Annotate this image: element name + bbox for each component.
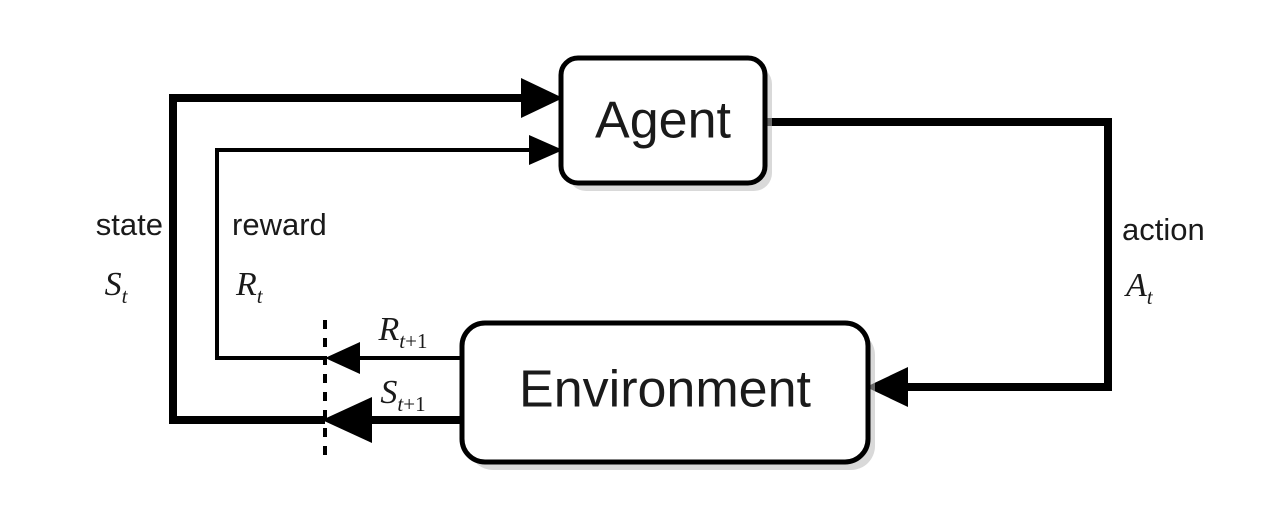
action-path bbox=[765, 118, 1112, 391]
reward-symbol-label: Rt bbox=[235, 266, 264, 308]
environment-node[interactable]: Environment bbox=[459, 320, 875, 470]
reward-feedback-path bbox=[215, 148, 540, 360]
reward-label-group: reward Rt bbox=[232, 207, 327, 308]
next-reward-symbol-sub-op: +1 bbox=[405, 329, 427, 353]
next-state-symbol-sub: t bbox=[397, 392, 404, 416]
next-reward-symbol-sub: t bbox=[399, 329, 406, 353]
state-symbol-base: S bbox=[105, 266, 122, 303]
next-state-symbol-label: St+1 bbox=[380, 374, 425, 416]
action-symbol-label: At bbox=[1124, 267, 1154, 309]
state-symbol-sub: t bbox=[122, 284, 129, 308]
state-arrowhead bbox=[521, 78, 563, 118]
action-symbol-sub: t bbox=[1147, 285, 1154, 309]
state-label-group: state St bbox=[96, 207, 163, 308]
agent-node[interactable]: Agent bbox=[558, 55, 772, 191]
reward-arrowhead bbox=[529, 135, 563, 165]
environment-box bbox=[459, 320, 871, 465]
next-reward-symbol-label: Rt+1 bbox=[378, 311, 428, 353]
next-reward-symbol-base: R bbox=[378, 311, 400, 348]
next-state-symbol-base: S bbox=[380, 374, 397, 411]
next-state-arrowhead bbox=[322, 397, 372, 443]
action-label-group: action At bbox=[1122, 212, 1205, 309]
state-symbol-label: St bbox=[105, 266, 129, 308]
state-word-label: state bbox=[96, 207, 163, 242]
environment-label: Environment bbox=[519, 361, 811, 419]
agent-label: Agent bbox=[595, 92, 731, 150]
reward-symbol-base: R bbox=[235, 266, 257, 303]
reward-word-label: reward bbox=[232, 207, 327, 242]
next-state-symbol-sub-op: +1 bbox=[403, 392, 425, 416]
state-feedback-path bbox=[169, 94, 540, 424]
reward-symbol-sub: t bbox=[257, 284, 264, 308]
action-arrowhead bbox=[866, 367, 908, 407]
agent-box bbox=[558, 55, 768, 186]
action-symbol-base: A bbox=[1124, 267, 1147, 304]
action-word-label: action bbox=[1122, 212, 1205, 247]
next-reward-arrowhead bbox=[325, 342, 360, 374]
